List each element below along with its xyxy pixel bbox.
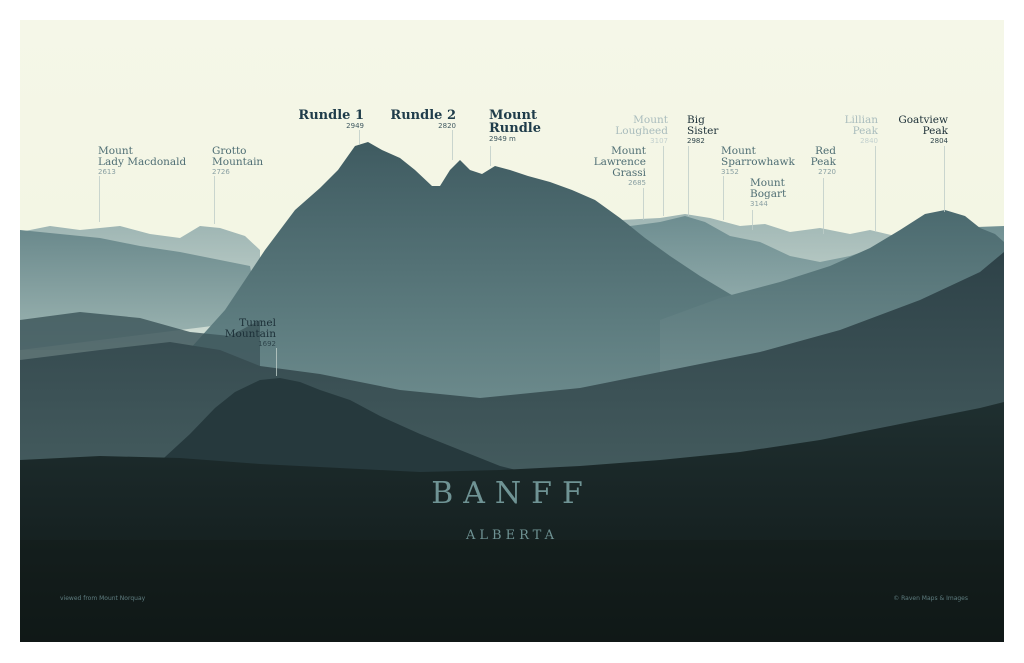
peak-elevation: 2982 <box>687 137 705 145</box>
peak-name-line: Big <box>687 114 705 126</box>
leader-line <box>214 176 215 224</box>
peak-name-line: Peak <box>922 125 948 137</box>
peak-elevation: 2840 <box>860 137 878 145</box>
peak-label-rundle-1: Rundle 1 2949 <box>290 109 364 130</box>
peak-elevation: 1692 <box>258 340 276 348</box>
peak-name-line: Grotto <box>212 145 247 157</box>
leader-line <box>823 178 824 234</box>
peak-name-line: Rundle <box>489 121 542 136</box>
peak-elevation: 2820 <box>438 122 456 130</box>
peak-name-line: Rundle 1 <box>298 108 364 123</box>
peak-elevation: 2685 <box>628 179 646 187</box>
peak-name-line: Mount <box>633 114 668 126</box>
peak-elevation: 2949 <box>346 122 364 130</box>
peak-label-rundle-2: Rundle 2 2820 <box>380 109 456 130</box>
leader-line <box>663 146 664 216</box>
peak-name-line: Lougheed <box>615 125 668 137</box>
credit-line: © Raven Maps & Images <box>893 595 968 602</box>
peak-elevation: 2720 <box>818 168 836 176</box>
peak-name-line: Mount <box>750 177 785 189</box>
leader-line <box>688 146 689 216</box>
peak-elevation: 2949 m <box>489 135 516 143</box>
leader-line <box>490 146 491 166</box>
peak-name-line: Sister <box>687 125 719 137</box>
peak-name-line: Lawrence <box>593 156 646 168</box>
leader-line <box>723 176 724 220</box>
leader-line <box>875 146 876 232</box>
leader-line <box>752 210 753 230</box>
leader-line <box>944 146 945 212</box>
peak-elevation: 3152 <box>721 168 739 176</box>
leader-line <box>643 188 644 220</box>
peak-elevation: 2804 <box>930 137 948 145</box>
foreground-hills <box>20 402 1004 642</box>
leader-line <box>359 130 360 144</box>
mountain-landscape <box>20 20 1004 642</box>
peak-name-line: Lillian <box>844 114 878 126</box>
poster-title: BANFF <box>431 476 593 511</box>
peak-elevation: 2613 <box>98 168 116 176</box>
peak-name-line: Peak <box>810 156 836 168</box>
peak-name-line: Mount <box>98 145 133 157</box>
peak-name-line: Tunnel <box>239 317 276 329</box>
peak-name-line: Mount <box>611 145 646 157</box>
peak-name-line: Sparrowhawk <box>721 156 795 168</box>
ground-fade <box>20 540 1004 642</box>
peak-name-line: Mount <box>489 108 537 123</box>
peak-elevation: 3107 <box>650 137 668 145</box>
peak-name-line: Bogart <box>750 188 787 200</box>
peak-name-line: Lady Macdonald <box>98 156 187 168</box>
peak-name-line: Rundle 2 <box>390 108 456 123</box>
peak-name-line: Mountain <box>212 156 264 168</box>
poster-subtitle: ALBERTA <box>466 528 558 543</box>
peak-elevation: 3144 <box>750 200 768 208</box>
peak-name-line: Mount <box>721 145 756 157</box>
peak-name-line: Red <box>815 145 836 157</box>
peak-name-line: Mountain <box>224 328 276 340</box>
leader-line <box>276 348 277 376</box>
viewpoint-caption: viewed from Mount Norquay <box>60 595 146 602</box>
peak-name-line: Goatview <box>898 114 948 126</box>
peak-name-line: Peak <box>852 125 878 137</box>
leader-line <box>99 176 100 222</box>
peak-name-line: Grassi <box>612 167 646 179</box>
peak-elevation: 2726 <box>212 168 230 176</box>
leader-line <box>452 130 453 160</box>
